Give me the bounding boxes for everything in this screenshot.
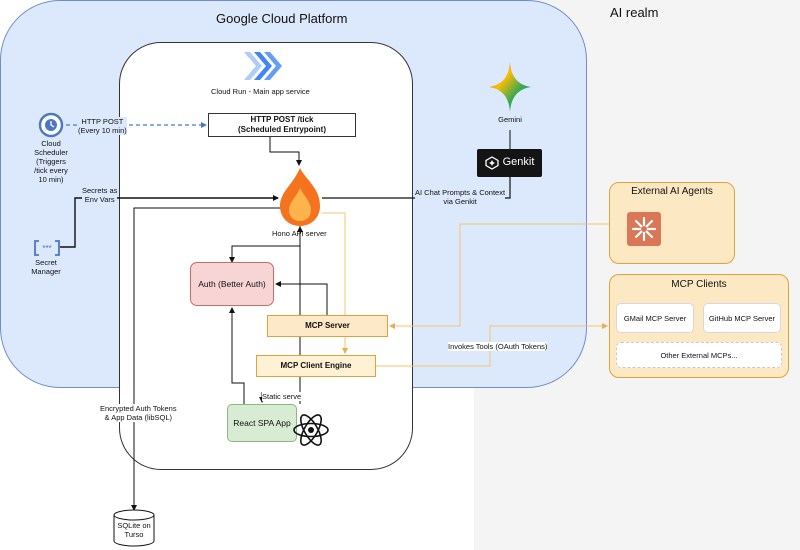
ai-realm-title: AI realm [610, 5, 659, 20]
genkit-label: Genkit [502, 156, 535, 169]
entrypoint-box: HTTP POST /tick (Scheduled Entrypoint) [208, 113, 356, 137]
encrypted-data-label: Encrypted Auth Tokens & App Data (libSQL… [100, 404, 177, 422]
claude-icon [627, 212, 661, 246]
cloud-scheduler-label: Cloud Scheduler (Triggers /tick every 10… [34, 139, 68, 184]
cloud-run-icon [244, 52, 282, 80]
genkit-icon [484, 156, 499, 170]
other-mcps-box: Other External MCPs... [616, 342, 782, 368]
mcp-clients-title: MCP Clients [671, 279, 727, 290]
auth-box: Auth (Better Auth) [190, 262, 274, 306]
react-icon [293, 414, 329, 446]
hono-label: Hono API server [272, 229, 327, 238]
secret-manager-icon: *** [34, 240, 60, 256]
database-icon [113, 509, 155, 547]
static-serve-label: Static serve [262, 392, 302, 401]
invokes-tools-label: Invokes Tools (OAuth Tokens) [448, 342, 548, 351]
gemini-icon [489, 62, 531, 112]
mcp-server-box: MCP Server [267, 315, 388, 337]
cloud-scheduler-icon [38, 112, 64, 138]
cloud-run-title: Cloud Run - Main app service [211, 87, 310, 96]
gmail-mcp-server-box: GMail MCP Server [616, 303, 694, 333]
github-mcp-server-box: GitHub MCP Server [703, 303, 781, 333]
ai-chat-label: AI Chat Prompts & Context via Genkit [415, 188, 506, 206]
hono-flame-icon [280, 168, 320, 226]
react-spa-box: React SPA App [227, 404, 297, 442]
gcp-title: Google Cloud Platform [216, 11, 348, 26]
svg-text:***: *** [42, 244, 51, 253]
sqlite-label: SQLite on Turso [117, 521, 151, 539]
http-post-label: HTTP POST (Every 10 min) [78, 117, 127, 135]
secret-manager-label: Secret Manager [31, 258, 61, 276]
gemini-label: Gemini [498, 115, 522, 124]
genkit-box: Genkit [477, 149, 542, 177]
external-agents-title: External AI Agents [631, 186, 713, 197]
secrets-env-label: Secrets as Env Vars [82, 186, 118, 204]
mcp-client-engine-box: MCP Client Engine [256, 355, 376, 377]
